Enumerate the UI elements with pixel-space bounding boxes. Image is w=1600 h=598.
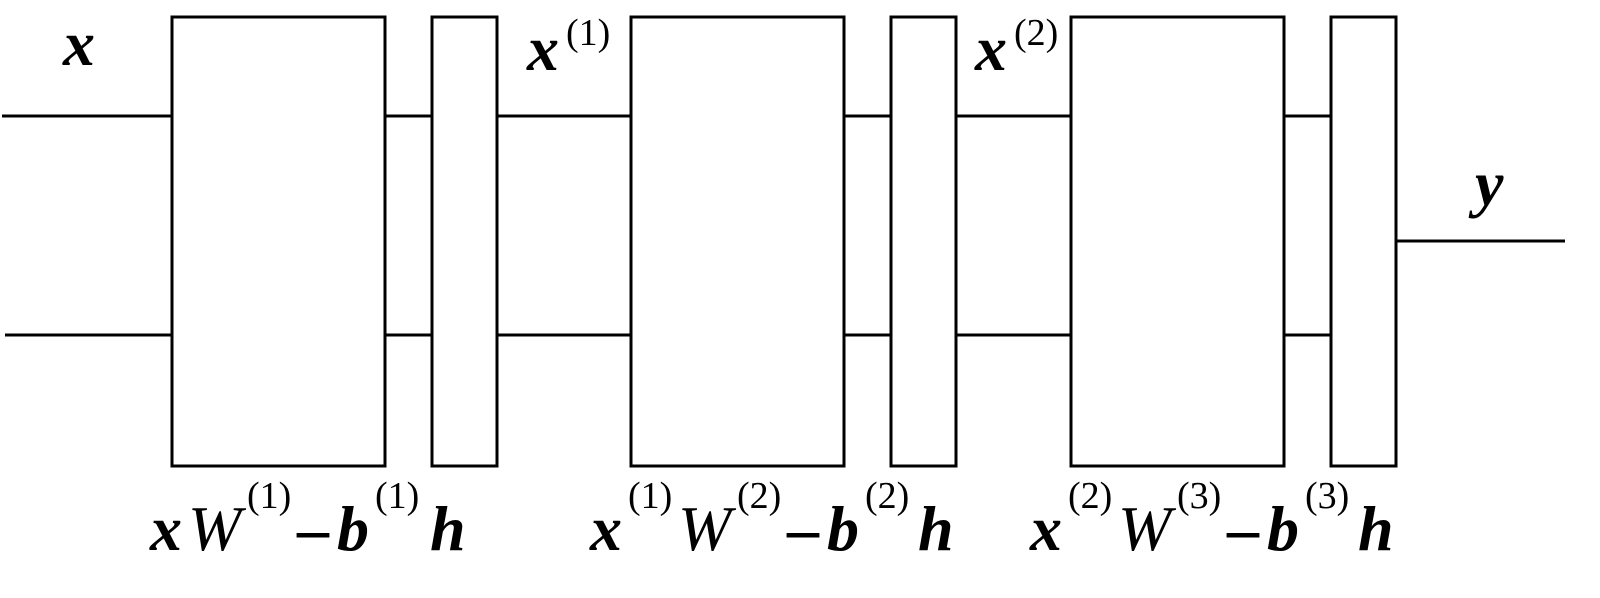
layer-3-formula: x (2) W (3) – b (3) h bbox=[1029, 475, 1394, 564]
activation-box-3 bbox=[1329, 15, 1398, 468]
bias-sup: (1) bbox=[375, 475, 419, 517]
activation-box-2 bbox=[889, 15, 958, 468]
bias-var: b bbox=[337, 493, 369, 564]
layer-2-formula: x (1) W (2) – b (2) h bbox=[589, 475, 954, 564]
linear-box-3 bbox=[1069, 15, 1286, 468]
label-x: x bbox=[62, 8, 95, 79]
minus-op: – bbox=[296, 493, 330, 564]
connections bbox=[2, 114, 1565, 337]
layer-1-formula: x W (1) – b (1) h bbox=[149, 475, 466, 564]
bias-sup: (2) bbox=[865, 475, 909, 517]
weight-sup: (3) bbox=[1177, 475, 1221, 517]
linear-box-2 bbox=[629, 15, 846, 468]
weight-sup: (1) bbox=[247, 475, 291, 517]
weight-var: W bbox=[1118, 493, 1177, 564]
activation-label: h bbox=[1358, 493, 1394, 564]
weight-var: W bbox=[678, 493, 737, 564]
label-x2-sup: (2) bbox=[1014, 12, 1058, 54]
weight-sup: (2) bbox=[737, 475, 781, 517]
weight-var: W bbox=[188, 493, 247, 564]
bias-var: b bbox=[1267, 493, 1299, 564]
label-x1-sup: (1) bbox=[566, 12, 610, 54]
minus-op: – bbox=[786, 493, 820, 564]
input-var: x bbox=[589, 493, 622, 564]
bias-var: b bbox=[827, 493, 859, 564]
input-var: x bbox=[149, 493, 182, 564]
input-var: x bbox=[1029, 493, 1062, 564]
label-x2: x bbox=[974, 13, 1007, 84]
activation-box-1 bbox=[430, 15, 499, 468]
linear-box-1 bbox=[170, 15, 387, 468]
activation-label: h bbox=[430, 493, 466, 564]
minus-op: – bbox=[1226, 493, 1260, 564]
label-x1: x bbox=[526, 13, 559, 84]
bias-sup: (3) bbox=[1305, 475, 1349, 517]
activation-label: h bbox=[918, 493, 954, 564]
label-y: y bbox=[1468, 148, 1504, 219]
input-sup: (1) bbox=[628, 475, 672, 517]
input-sup: (2) bbox=[1068, 475, 1112, 517]
